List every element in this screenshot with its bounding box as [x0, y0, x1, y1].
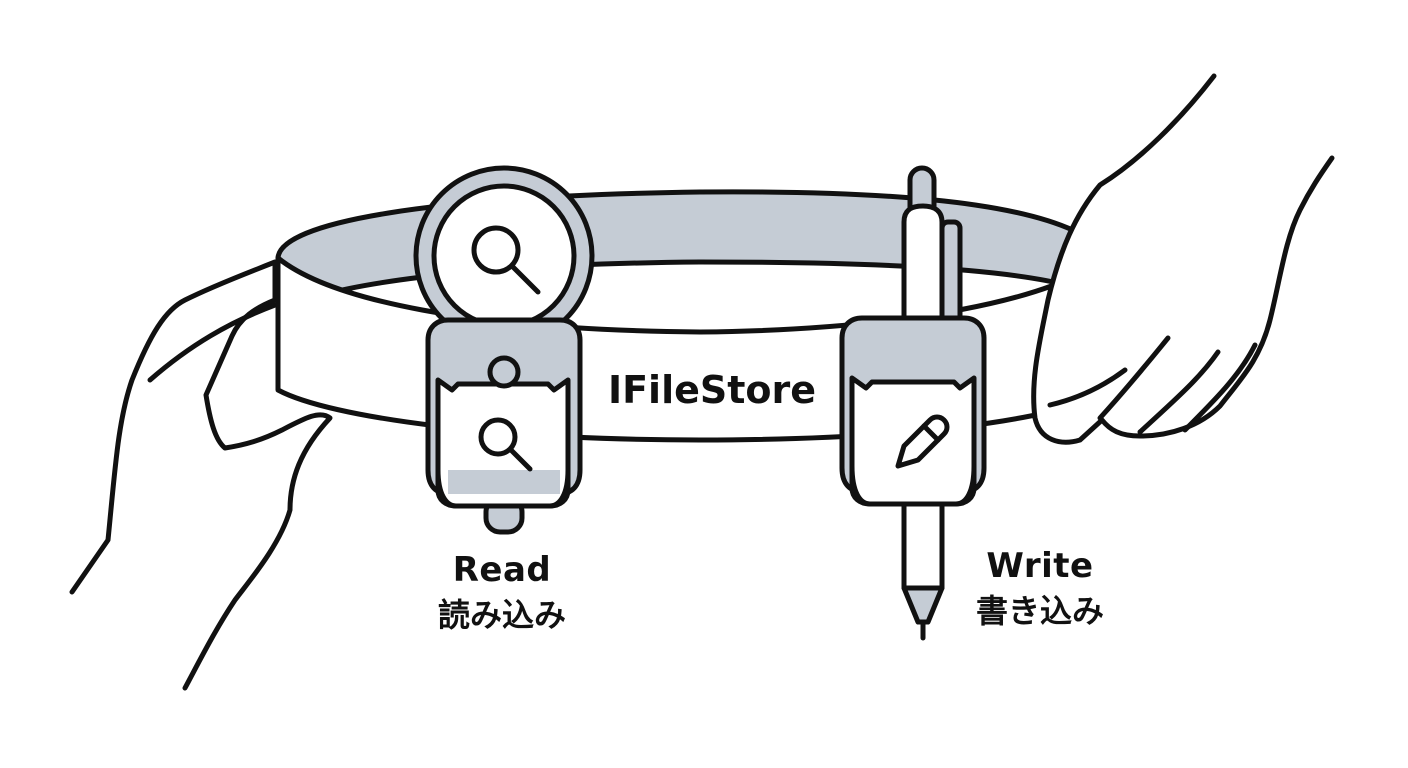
pencil-icon [895, 414, 950, 469]
read-label-jp: 読み込み [437, 596, 566, 634]
write-label: Write 書き込み [945, 544, 1135, 634]
magnifier-icon [478, 417, 533, 472]
right-hand [1031, 73, 1335, 445]
right-hand-fingers [1047, 335, 1258, 435]
read-pouch [425, 317, 583, 509]
write-pouch [839, 315, 987, 507]
write-label-en: Write [986, 546, 1094, 586]
magnifier-icon [471, 225, 541, 295]
left-hand-finger [147, 302, 278, 383]
belt-title: IFileStore [608, 368, 816, 412]
read-label: Read 読み込み [412, 548, 592, 638]
belt-back [275, 189, 1111, 313]
left-hand [69, 259, 333, 691]
write-label-jp: 書き込み [975, 592, 1104, 630]
read-label-en: Read [452, 550, 552, 590]
